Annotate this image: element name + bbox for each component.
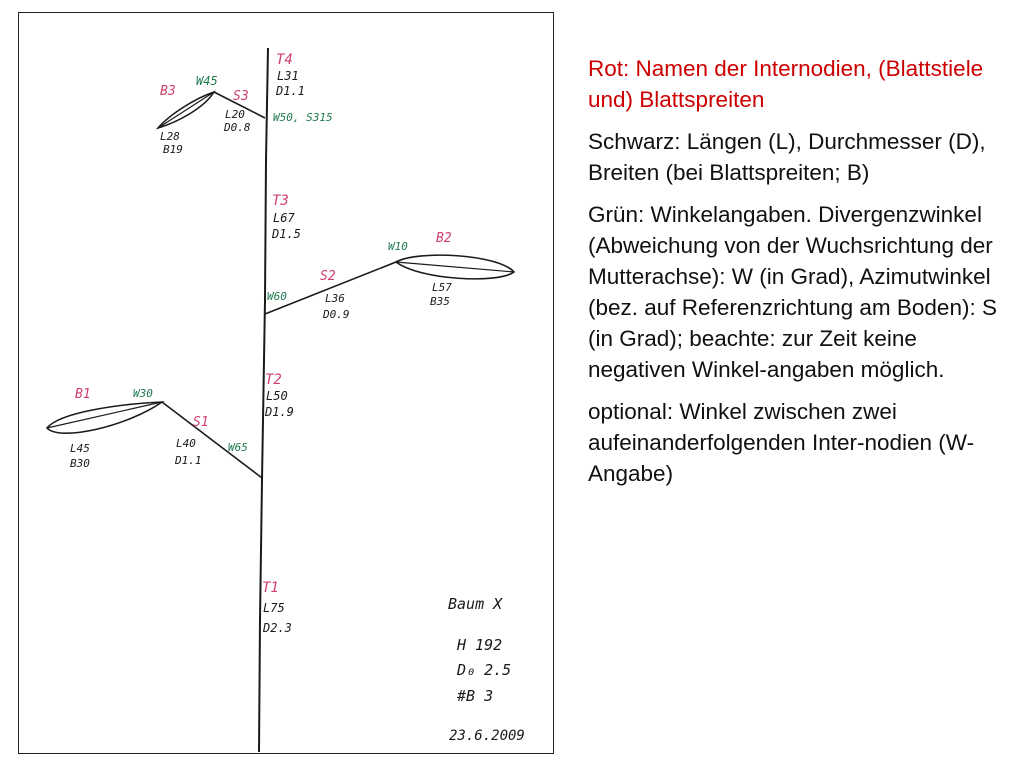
s2-length: L36 — [325, 292, 345, 305]
legend-panel: Rot: Namen der Internodien, (Blattstiele… — [588, 53, 1008, 500]
leaf-blade-b3 — [155, 90, 216, 130]
tree-title: Baum X — [448, 595, 503, 613]
s3-name: S3 — [233, 89, 249, 104]
sketch-frame — [18, 12, 554, 754]
petiole-s3 — [213, 91, 266, 119]
tree-date: 23.6.2009 — [449, 728, 525, 744]
s3-angle: W50, S315 — [273, 111, 333, 124]
b3-length: L28 — [160, 130, 180, 143]
s1-angle: W65 — [228, 441, 248, 454]
s3-length: L20 — [225, 108, 245, 121]
legend-black-text: Schwarz: Längen (L), Durchmesser (D), Br… — [588, 129, 986, 185]
t3-length: L67 — [273, 211, 295, 225]
b1-width: B30 — [70, 457, 90, 470]
s2-angle: W60 — [267, 290, 287, 303]
s2-diameter: D0.9 — [322, 308, 350, 321]
leaf-midrib-b1 — [46, 401, 163, 429]
t1-diameter: D2.3 — [262, 621, 292, 635]
s1-name: S1 — [193, 415, 209, 430]
s2-name: S2 — [320, 269, 336, 284]
b3-name: B3 — [160, 84, 176, 99]
b1-angle: W30 — [133, 387, 153, 400]
legend-green-text: Grün: Winkelangaben. Divergenzwinkel (Ab… — [588, 202, 997, 382]
b3-angle: W45 — [196, 74, 218, 88]
t4-diameter: D1.1 — [275, 84, 305, 98]
b2-width: B35 — [430, 295, 450, 308]
s1-diameter: D1.1 — [174, 454, 202, 467]
tree-base-diameter: D₀ 2.5 — [456, 661, 511, 679]
t4-length: L31 — [277, 69, 299, 83]
tree-height: H 192 — [456, 636, 502, 654]
t1-length: L75 — [263, 601, 285, 615]
s1-length: L40 — [176, 437, 196, 450]
t2-name: T2 — [265, 372, 282, 388]
b2-name: B2 — [436, 231, 452, 246]
petiole-s2 — [264, 261, 397, 315]
s3-diameter: D0.8 — [223, 121, 251, 134]
b1-name: B1 — [75, 387, 91, 402]
leaf-midrib-b3 — [157, 91, 215, 129]
t3-diameter: D1.5 — [271, 227, 301, 241]
leaf-blade-b1 — [45, 401, 165, 435]
t2-length: L50 — [266, 389, 288, 403]
main-stem — [258, 47, 269, 753]
t1-name: T1 — [262, 580, 279, 596]
leaf-midrib-b2 — [395, 261, 515, 273]
b3-width: B19 — [163, 143, 183, 156]
petiole-s1 — [161, 401, 263, 479]
tree-leaf-count: #B 3 — [456, 687, 493, 705]
legend-optional-text: optional: Winkel zwischen zwei aufeinand… — [588, 399, 975, 486]
b1-length: L45 — [70, 442, 90, 455]
b2-angle: W10 — [388, 240, 408, 253]
t3-name: T3 — [272, 193, 289, 209]
t4-name: T4 — [276, 52, 293, 68]
b2-length: L57 — [432, 281, 452, 294]
legend-red-text: Rot: Namen der Internodien, (Blattstiele… — [588, 56, 984, 112]
t2-diameter: D1.9 — [264, 405, 294, 419]
